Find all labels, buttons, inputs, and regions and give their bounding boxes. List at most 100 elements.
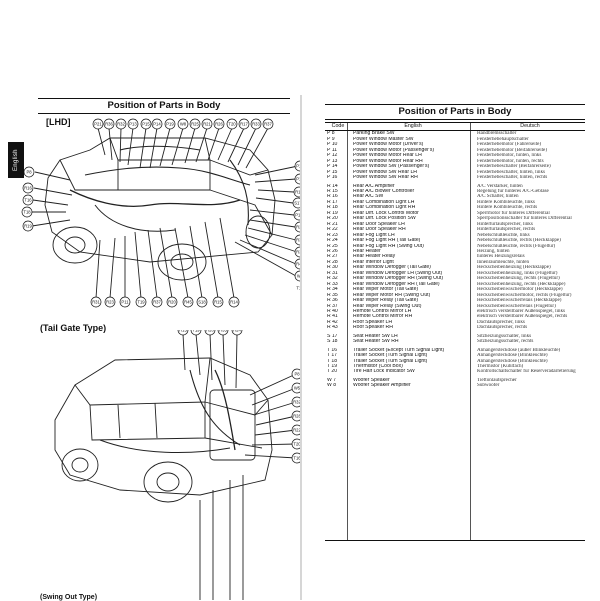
callout-label: R35 (296, 250, 300, 255)
cell-code: T 17 (327, 353, 338, 359)
tailgate-vehicle-diagram: R15T19R20R35R24P8W5R32R28R22T20T16 (54, 330, 300, 600)
cell-deutsch: Heckscheibenwischermotor, rechts (Flügel… (477, 292, 572, 298)
cell-deutsch: Heckscheibenwischermotor (Heckklappe) (477, 287, 563, 293)
cell-deutsch: Handbremsschalter (477, 130, 517, 137)
cell-deutsch: Heckscheibenwischerrelais (Heckklappe) (477, 298, 562, 304)
callout-label: P11 (121, 300, 129, 305)
cell-code: R 24 (327, 238, 338, 244)
cell-code: R 17 (327, 199, 338, 205)
callout-label: R21 (296, 225, 300, 230)
callout-label: R37 (264, 122, 272, 127)
callout-label: P14 (153, 122, 161, 127)
cell-code: P 12 (327, 153, 338, 159)
callout-label: S18 (198, 300, 206, 305)
cell-english: Rear Combination Light RH (353, 205, 416, 211)
callout-label: W8 (180, 122, 187, 127)
cell-code: R 21 (327, 221, 338, 227)
cell-english: Power Window Motor (Driver's) (353, 142, 424, 148)
callout-label: T20 (228, 122, 236, 127)
cell-code: R 14 (327, 183, 338, 189)
cell-code: R 36 (327, 298, 338, 304)
callout-label: T20 (293, 442, 300, 447)
cell-english: Rear Fog Light RH (Swing Out) (353, 243, 424, 249)
cell-english: Trailer Socket (Turn Signal Light) (353, 358, 428, 364)
callout-label: R32 (293, 400, 300, 405)
cell-code: W 7 (327, 377, 337, 383)
cell-english: Power Window Motor Rear RH (353, 158, 423, 164)
section-label-swing-out: (Swing Out Type) (40, 594, 98, 601)
callout-label: R43 (296, 262, 300, 267)
callout-label: R36 (105, 122, 113, 127)
cell-deutsch: Heckscheibenheizung, rechts (Flügeltür) (477, 276, 560, 282)
cell-english: Trailer Socket (Turn Signal Light) (353, 353, 428, 359)
callout-label: R24 (233, 330, 241, 333)
cell-code: W 8 (327, 383, 337, 389)
callout-label: R20 (168, 300, 176, 305)
cell-deutsch: Sperrmotor für hinteres Differential (477, 210, 550, 216)
callout-label: R15 (179, 330, 187, 333)
cell-deutsch: Fensterhebehauptschalter (477, 136, 529, 142)
callout-label: R15 (214, 300, 222, 305)
cell-deutsch: Anhängersteckdose (Blinkleuchte) (477, 358, 548, 364)
cell-english: Rear Window Defogger (Tail Gate) (353, 265, 431, 271)
cell-english: Rear Interior Light (353, 259, 394, 265)
cell-deutsch: Sperrpositionsschalter für hinteres Diff… (477, 216, 572, 222)
callout-label: R34 (296, 238, 300, 243)
cell-deutsch: Fensterhebemotor, hinten, rechts (477, 158, 544, 164)
cell-code: T 18 (327, 358, 338, 364)
cell-code: R 31 (327, 270, 338, 276)
callout-label: W7 (297, 274, 300, 279)
callout-label: R23 (106, 300, 114, 305)
cell-english: Rear Fog Light RH (Tail Gate) (353, 238, 421, 244)
cell-code: R 42 (327, 319, 338, 325)
callout-label: R21 (203, 122, 211, 127)
callout-label: R28 (293, 414, 300, 419)
cell-code: R 37 (327, 303, 338, 309)
cell-english: Rear Heater Relay (353, 254, 396, 260)
table-row: R 30 Rear Window Defogger (Tail Gate) Heck… (325, 265, 585, 270)
cell-code: P 9 (327, 136, 335, 142)
cell-deutsch: Fensterhebeschalter, hinten, links (477, 169, 545, 175)
cell-deutsch: Fensterhebemotor (Beifahrerseite) (477, 147, 548, 153)
cell-code: R 30 (327, 265, 338, 271)
cell-code: P 10 (327, 142, 338, 148)
callout-label: R26 (215, 122, 223, 127)
cell-english: Thermistor (Cool Box) (353, 364, 403, 370)
cell-code: P 13 (327, 158, 338, 164)
cell-code: R 28 (327, 259, 338, 265)
callout-label: T17 (296, 286, 300, 291)
table-row: T 18 Trailer Socket (Turn Signal Light) An… (325, 359, 585, 364)
table-bottom-rule (325, 540, 585, 541)
cell-code: T 20 (327, 369, 338, 375)
cell-english: Rear Window Defogger RH (Swing Out) (353, 276, 444, 282)
cell-code: R 41 (327, 314, 338, 320)
cell-deutsch: Hintertürlautsprecher, rechts (477, 227, 536, 233)
cell-deutsch: Heckscheibenheizung (Heckklappe) (477, 265, 551, 271)
cell-code: R 34 (327, 287, 338, 293)
cell-english: Power Window SW Rear LH (353, 169, 417, 175)
callout-label: S17 (294, 201, 300, 206)
